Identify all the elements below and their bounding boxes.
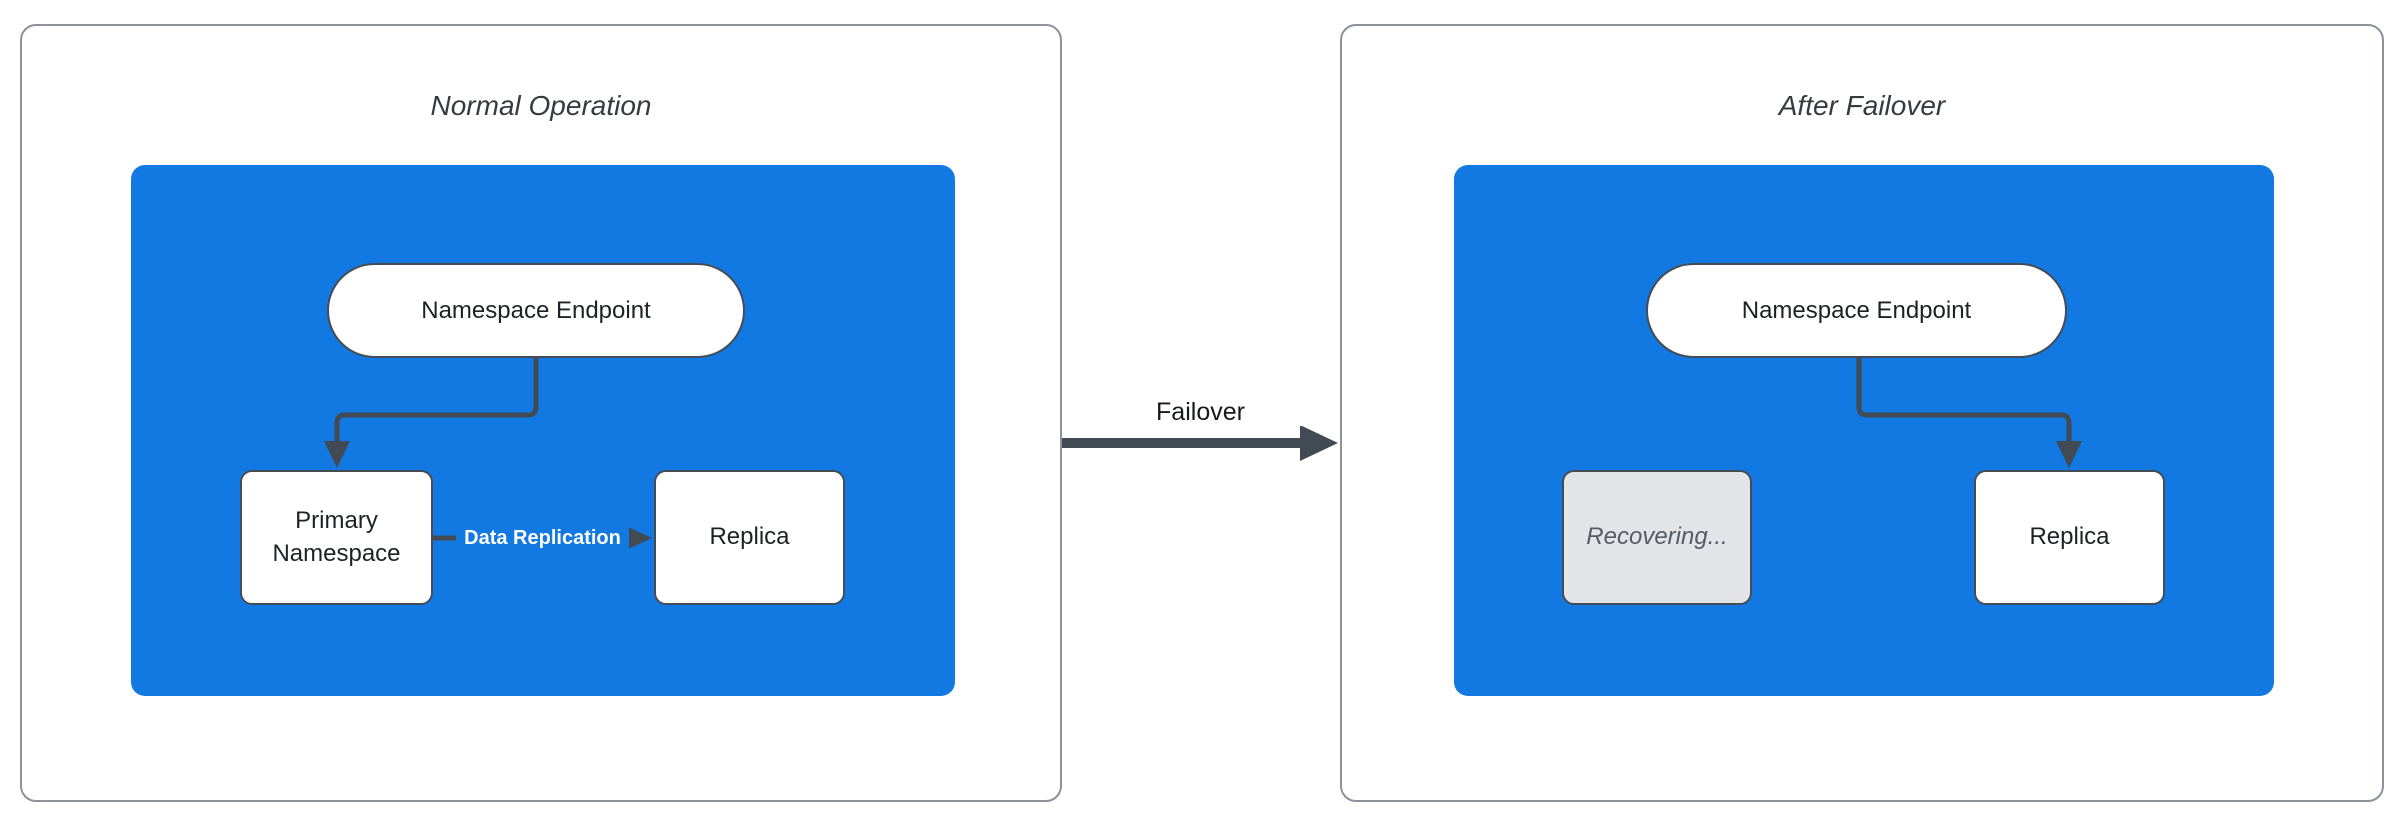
replica-label: Replica — [709, 523, 790, 551]
failover-label: Failover — [1156, 398, 1245, 426]
namespace-endpoint-node: Namespace Endpoint — [1646, 263, 2067, 358]
replica-node: Replica — [1974, 470, 2165, 605]
namespace-endpoint-node: Namespace Endpoint — [327, 263, 745, 358]
connector-endpoint-to-primary — [324, 358, 652, 550]
panel-title: Normal Operation — [430, 90, 652, 121]
replica-node: Replica — [654, 470, 845, 605]
recovering-label: Recovering... — [1586, 523, 1728, 551]
cluster-box: Namespace Endpoint Primary Namespace Rep… — [131, 165, 955, 696]
panel-title: After Failover — [1778, 90, 1946, 121]
panel-after-failover: After Failover Namespace Endpoint Recove… — [1340, 24, 2384, 802]
cluster-box: Namespace Endpoint Recovering... Replica — [1454, 165, 2274, 696]
failover-arrow-icon — [1062, 426, 1338, 461]
recovering-node: Recovering... — [1562, 470, 1752, 605]
namespace-endpoint-label: Namespace Endpoint — [1741, 296, 1972, 324]
replica-label: Replica — [2029, 523, 2110, 551]
data-replication-label: Data Replication — [433, 524, 652, 552]
panel-normal-operation: Normal Operation Namespace Endpoint Prim… — [20, 24, 1062, 802]
primary-namespace-node: Primary Namespace — [240, 470, 433, 605]
primary-namespace-label: Primary Namespace — [272, 507, 401, 567]
namespace-endpoint-label: Namespace Endpoint — [421, 296, 651, 324]
connector-endpoint-to-replica — [1856, 358, 2082, 468]
failover-transition: Failover — [1062, 398, 1339, 470]
